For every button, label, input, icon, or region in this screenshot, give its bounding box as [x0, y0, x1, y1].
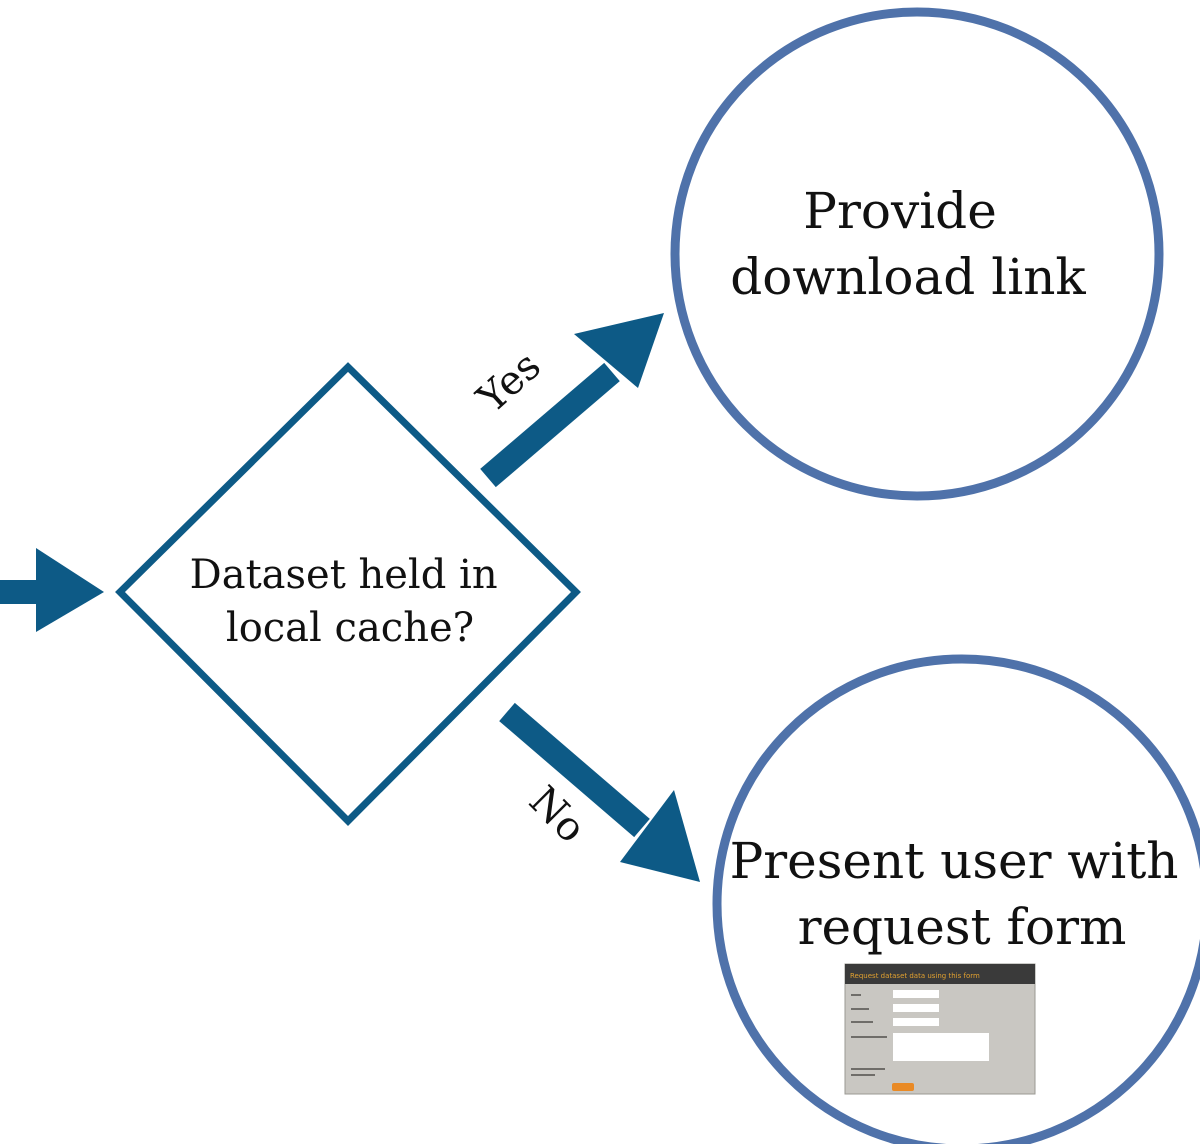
- no-outcome-line-1: Present user with: [730, 832, 1179, 890]
- yes-arrow-head: [574, 313, 664, 388]
- no-arrow-shaft: [499, 702, 650, 838]
- yes-outcome-circle: [670, 7, 1164, 501]
- form-label-line: [851, 1068, 885, 1070]
- yes-outcome-line-1: Provide: [803, 182, 996, 240]
- request-form-thumbnail: Request dataset data using this form: [844, 963, 1036, 1095]
- no-outcome-node: Present user with request form Request d…: [712, 654, 1200, 1144]
- yes-arrow: [480, 313, 664, 488]
- form-input-field: [893, 1018, 939, 1026]
- no-outcome-circle: [712, 654, 1200, 1144]
- incoming-arrow-head: [36, 548, 104, 632]
- form-label-line: [851, 1074, 875, 1076]
- decision-text: Dataset held in local cache?: [190, 552, 511, 651]
- no-outcome-text: Present user with request form: [730, 832, 1195, 956]
- yes-arrow-shaft: [480, 362, 620, 488]
- no-outcome-line-2: request form: [798, 898, 1127, 956]
- yes-label: Yes: [468, 343, 549, 423]
- decision-diamond: [115, 362, 581, 826]
- decision-line-2: local cache?: [226, 605, 474, 651]
- no-arrow-head: [620, 790, 700, 882]
- form-label-line: [851, 994, 861, 996]
- decision-node: Dataset held in local cache?: [115, 362, 581, 826]
- yes-outcome-text: Provide download link: [730, 182, 1086, 306]
- form-label-line: [851, 1008, 869, 1010]
- form-thumbnail-header: [845, 964, 1035, 984]
- form-input-field: [893, 990, 939, 998]
- incoming-arrow: [0, 548, 104, 632]
- form-submit-button: [892, 1083, 914, 1091]
- yes-outcome-line-2: download link: [730, 248, 1086, 306]
- form-thumbnail-header-text: Request dataset data using this form: [850, 972, 980, 980]
- form-textarea: [893, 1033, 989, 1061]
- form-label-line: [851, 1021, 873, 1023]
- decision-line-1: Dataset held in: [190, 552, 498, 598]
- no-arrow: [499, 702, 700, 882]
- form-label-line: [851, 1036, 887, 1038]
- form-input-field: [893, 1004, 939, 1012]
- yes-outcome-node: Provide download link: [670, 7, 1164, 501]
